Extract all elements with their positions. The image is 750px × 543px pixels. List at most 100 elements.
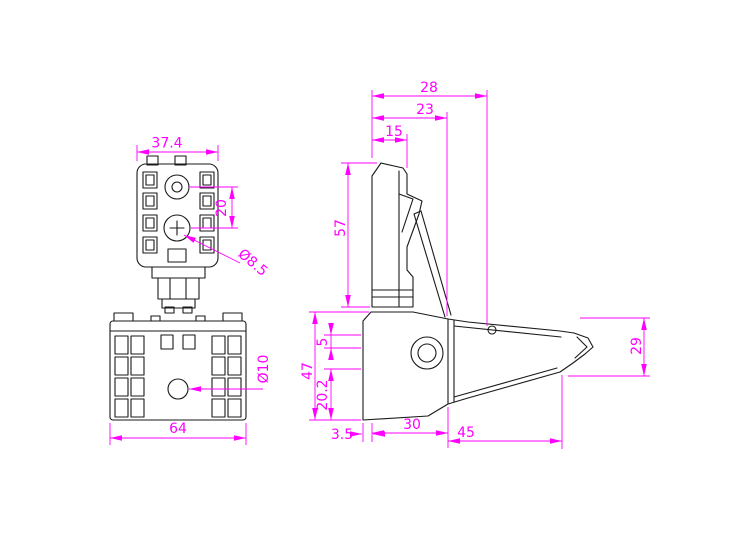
slot	[130, 356, 145, 376]
dim-side-base-width: 30	[372, 407, 449, 448]
dim-side-clip-height: 57	[333, 162, 377, 308]
slot	[130, 335, 145, 355]
bottom-top-bump	[195, 315, 206, 322]
slot	[142, 214, 158, 232]
slot	[199, 214, 215, 232]
bottom-center-hole	[167, 378, 189, 400]
bottom-center-slot	[160, 334, 174, 350]
dim-side-depth-hook: 23	[372, 102, 448, 316]
dim-side-depth-hook-label: 23	[416, 102, 434, 118]
front-upper-hole	[164, 174, 190, 200]
dim-side-depth-body-label: 15	[385, 124, 403, 140]
dim-bottom-width: 64	[109, 421, 247, 445]
slot	[227, 356, 242, 376]
front-lower-hole	[163, 214, 191, 242]
bottom-top-tab	[113, 312, 134, 322]
dim-bottom-hole-diameter: Ø10	[189, 355, 272, 392]
neck-foot	[182, 306, 193, 314]
dim-side-step-bottom-label: 20.2	[315, 379, 331, 410]
front-bottom-slot	[167, 248, 187, 263]
dim-side-clip-height-label: 57	[333, 219, 349, 237]
slot-inner	[202, 195, 212, 207]
front-top-tab	[146, 155, 159, 166]
side-clip-outline	[371, 162, 423, 308]
dim-bottom-hole-diameter-label: Ø10	[256, 355, 272, 384]
slot	[211, 356, 226, 376]
slot-inner	[202, 174, 212, 186]
side-view	[362, 162, 594, 421]
slot	[227, 377, 242, 397]
side-clip-hook-inner	[398, 193, 414, 233]
slot	[114, 398, 129, 418]
hole-center-mark	[169, 220, 185, 236]
dim-side-arm-length-label: 45	[457, 425, 475, 441]
neck-stem-lines	[169, 277, 187, 300]
dim-front-hole-pitch: 20	[190, 186, 238, 229]
slot-inner	[145, 174, 155, 186]
slot	[130, 398, 145, 418]
side-main-hole-inner	[417, 343, 437, 363]
side-bend-lines	[447, 318, 455, 405]
dim-bottom-width-label: 64	[169, 421, 187, 437]
slot	[114, 377, 129, 397]
slot	[142, 236, 158, 254]
front-view	[136, 155, 219, 314]
slot	[130, 377, 145, 397]
neck-stem	[157, 277, 200, 300]
front-neck	[151, 266, 206, 314]
slot-inner	[202, 217, 212, 229]
neck-base	[161, 298, 196, 309]
slot	[199, 236, 215, 254]
side-arm-inner-edges	[453, 325, 562, 398]
side-latch-arm	[413, 210, 452, 318]
slot-inner	[145, 239, 155, 251]
bottom-view	[109, 312, 247, 421]
bottom-center-slot	[182, 334, 196, 350]
slot	[114, 335, 129, 355]
bottom-left-slots	[114, 335, 145, 418]
dim-side-base-offset-label: 3.5	[331, 427, 353, 443]
neck-foot	[164, 306, 175, 314]
dim-side-tip-height: 29	[568, 317, 650, 377]
side-tip-notch	[574, 336, 588, 359]
front-upper-hole-inner	[171, 181, 183, 193]
side-bracket-outline	[362, 311, 594, 421]
dim-side-step-bottom: 20.2	[315, 368, 361, 420]
dim-front-hole-pitch-label: 20	[214, 199, 230, 217]
dim-side-depth-overall: 28	[371, 80, 488, 326]
dim-side-base-height: 47	[300, 311, 369, 421]
dim-side-depth-body: 15	[372, 124, 408, 168]
neck-flange	[151, 266, 206, 279]
dim-front-hole-diameter-label: Ø8.5	[235, 246, 271, 280]
dim-side-step-top-label: 5	[315, 338, 331, 347]
slot	[227, 398, 242, 418]
slot-inner	[145, 217, 155, 229]
slot	[199, 192, 215, 210]
side-small-hole	[487, 325, 497, 335]
bottom-top-tab	[222, 312, 243, 322]
bottom-top-bump	[150, 315, 161, 322]
front-left-slots	[142, 171, 158, 254]
slot	[114, 356, 129, 376]
slot	[211, 335, 226, 355]
side-main-hole	[410, 336, 444, 370]
slot	[211, 398, 226, 418]
dim-side-arm-length: 45	[448, 375, 563, 449]
front-top-tab	[174, 155, 187, 166]
dim-front-width: 37.4	[136, 136, 219, 161]
side-clip-steps	[371, 289, 414, 298]
bottom-body-outline	[109, 320, 247, 421]
front-right-slots	[199, 171, 215, 254]
slot	[199, 171, 215, 189]
dim-side-base-height-label: 47	[300, 362, 316, 380]
dimensions: 37.4 20 Ø8.5 Ø10 64 28	[109, 80, 650, 449]
slot	[227, 335, 242, 355]
dim-front-width-label: 37.4	[151, 136, 182, 152]
dim-side-tip-height-label: 29	[629, 337, 645, 355]
slot	[142, 171, 158, 189]
dim-side-base-width-label: 30	[403, 417, 421, 433]
slot	[211, 377, 226, 397]
slot	[142, 192, 158, 210]
